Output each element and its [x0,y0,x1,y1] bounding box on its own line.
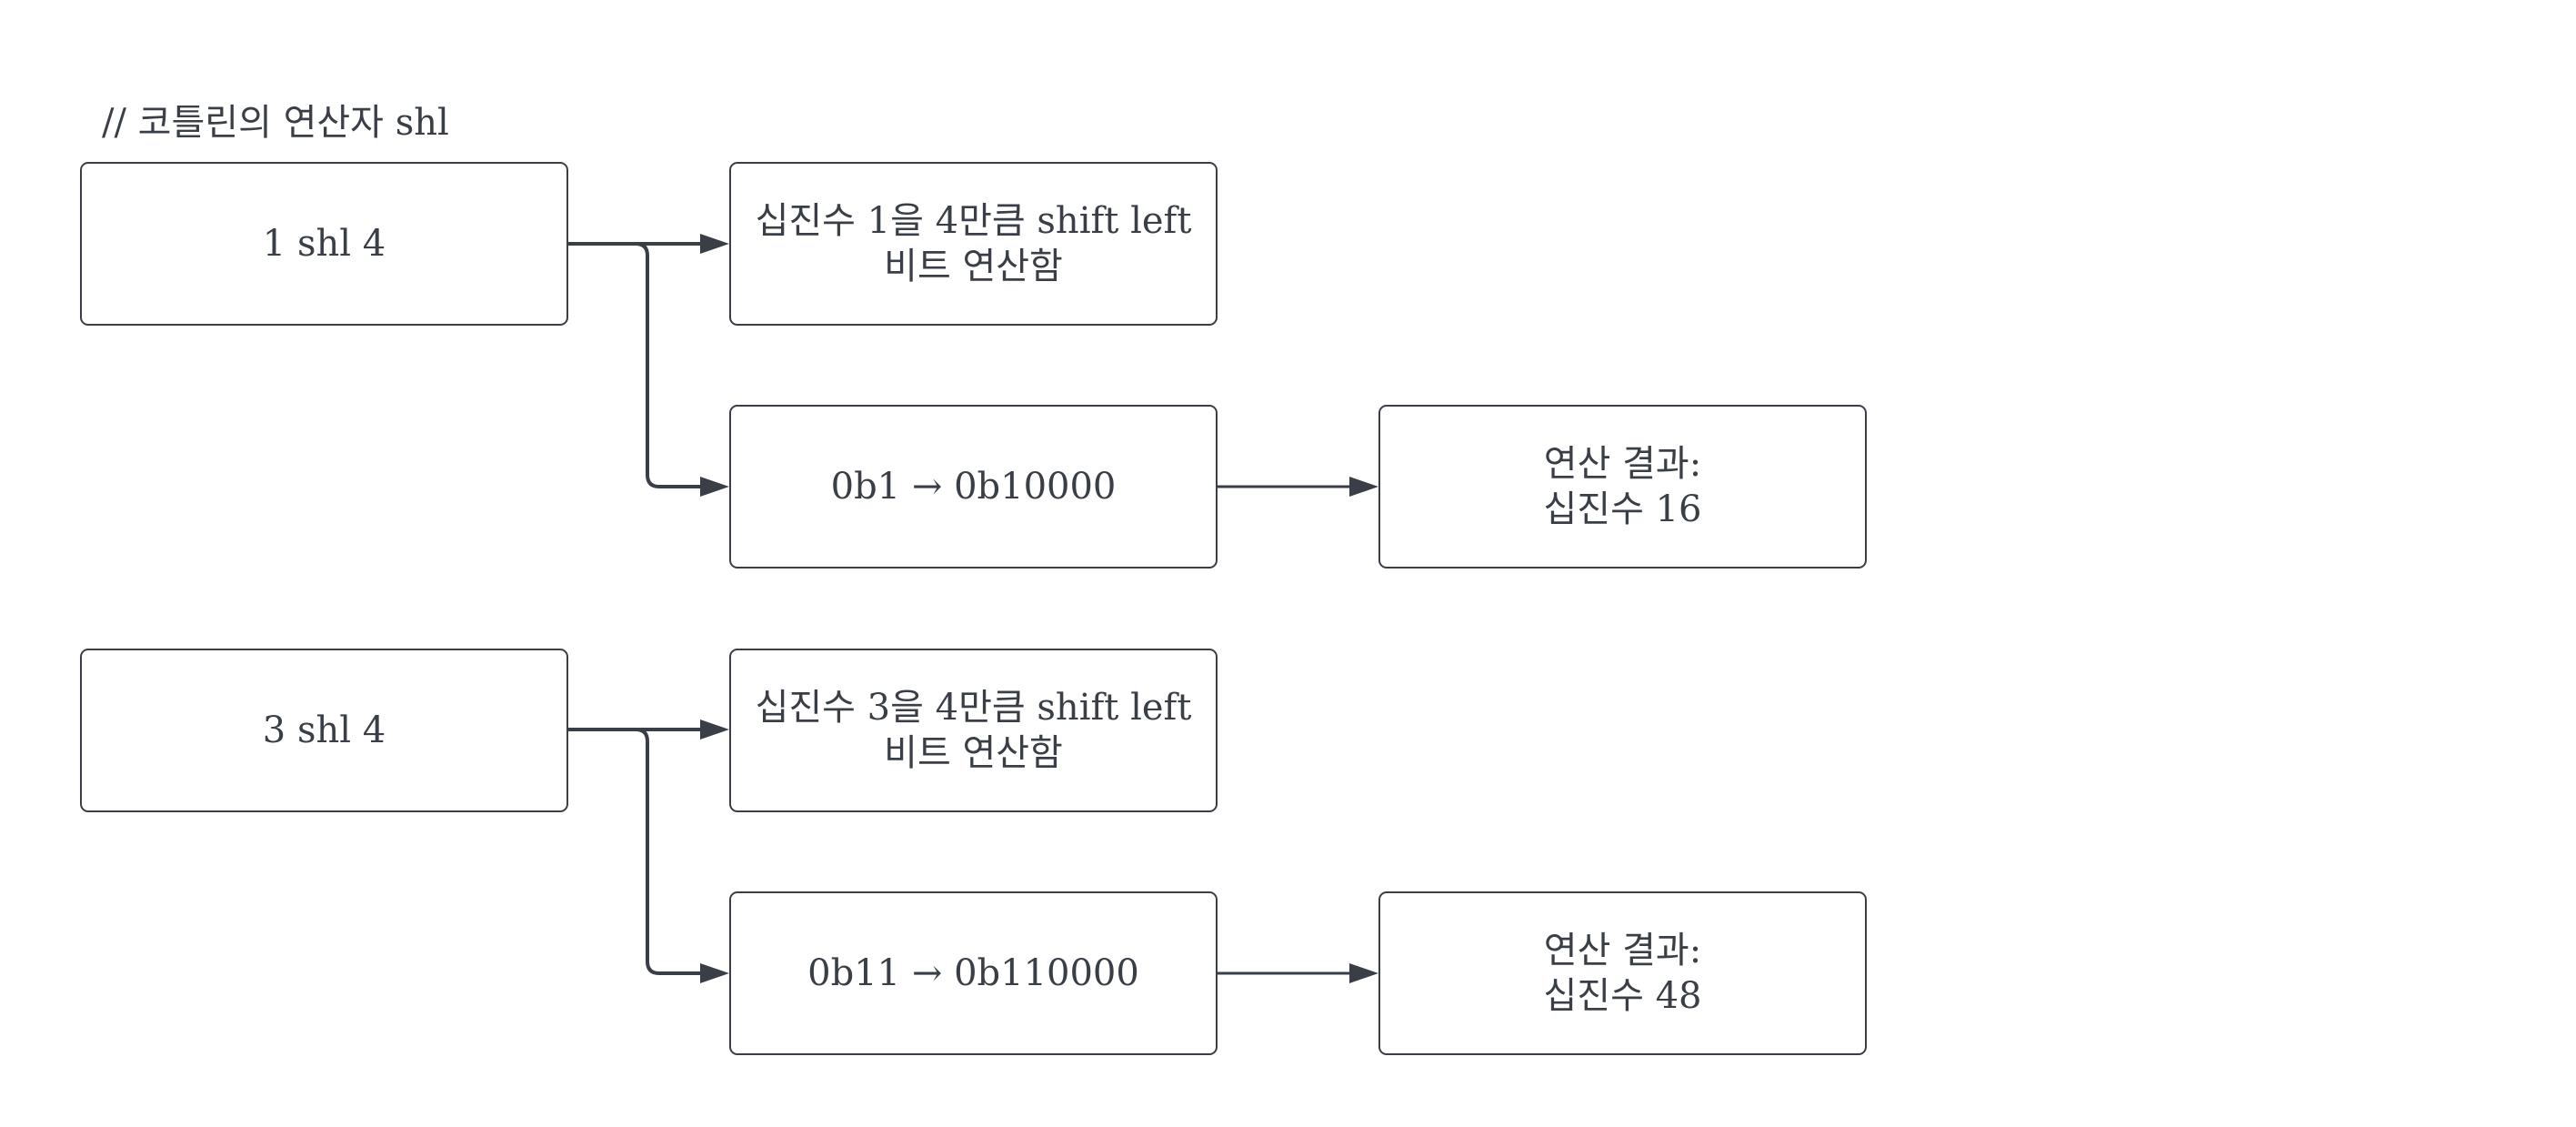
description-line-2-a: 십진수 3을 4만큼 shift left [755,687,1192,729]
arrowhead-result-2 [1349,963,1378,983]
description-box-1: 십진수 1을 4만큼 shift left 비트 연산함 [729,162,1218,326]
description-box-2: 십진수 3을 4만큼 shift left 비트 연산함 [729,649,1218,812]
description-line-1-a: 십진수 1을 4만큼 shift left [755,200,1192,242]
binary-box-1: 0b1 → 0b10000 [729,405,1218,569]
description-line-2-b: 비트 연산함 [884,732,1063,774]
arrow-expression-to-binary-2 [568,728,714,975]
binary-box-2: 0b11 → 0b110000 [729,891,1218,1055]
result-box-2: 연산 결과: 십진수 48 [1378,891,1867,1055]
arrowhead-description-1 [700,234,729,254]
expression-box-2: 3 shl 4 [80,649,568,812]
result-box-1: 연산 결과: 십진수 16 [1378,405,1867,569]
arrow-expression-to-binary-1 [568,242,714,488]
connector-group-2 [568,719,1378,983]
connector-group-1 [568,234,1378,497]
result-line-1-a: 연산 결과: [1543,443,1702,485]
arrowhead-binary-1 [700,477,729,497]
arrowhead-binary-2 [700,963,729,983]
result-line-2-b: 십진수 48 [1543,975,1702,1017]
binary-label-1: 0b1 → 0b10000 [830,466,1117,508]
description-line-1-b: 비트 연산함 [884,246,1063,287]
result-line-2-a: 연산 결과: [1543,930,1702,971]
binary-label-2: 0b11 → 0b110000 [807,952,1139,994]
expression-label-1: 1 shl 4 [262,223,386,265]
arrowhead-description-2 [700,719,729,740]
result-line-1-b: 십진수 16 [1543,488,1702,530]
arrowhead-result-1 [1349,477,1378,497]
expression-box-1: 1 shl 4 [80,162,568,326]
expression-label-2: 3 shl 4 [262,709,386,751]
diagram-caption: // 코틀린의 연산자 shl [102,102,449,144]
